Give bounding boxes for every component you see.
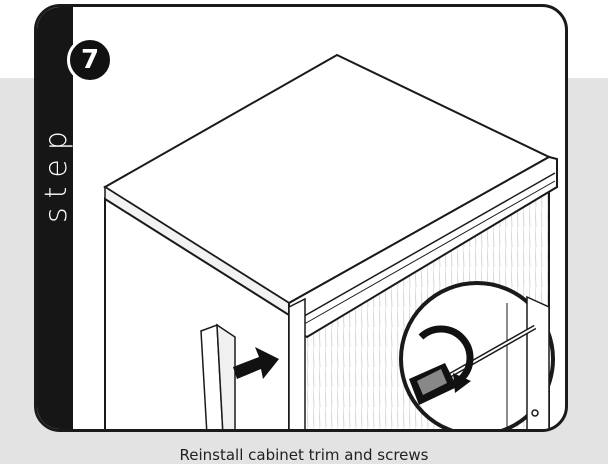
- step-number-badge: 7: [67, 37, 113, 83]
- illustration-panel: step: [34, 4, 568, 432]
- caption: Reinstall cabinet trim and screws: [0, 446, 608, 464]
- cabinet-illustration: [37, 7, 568, 432]
